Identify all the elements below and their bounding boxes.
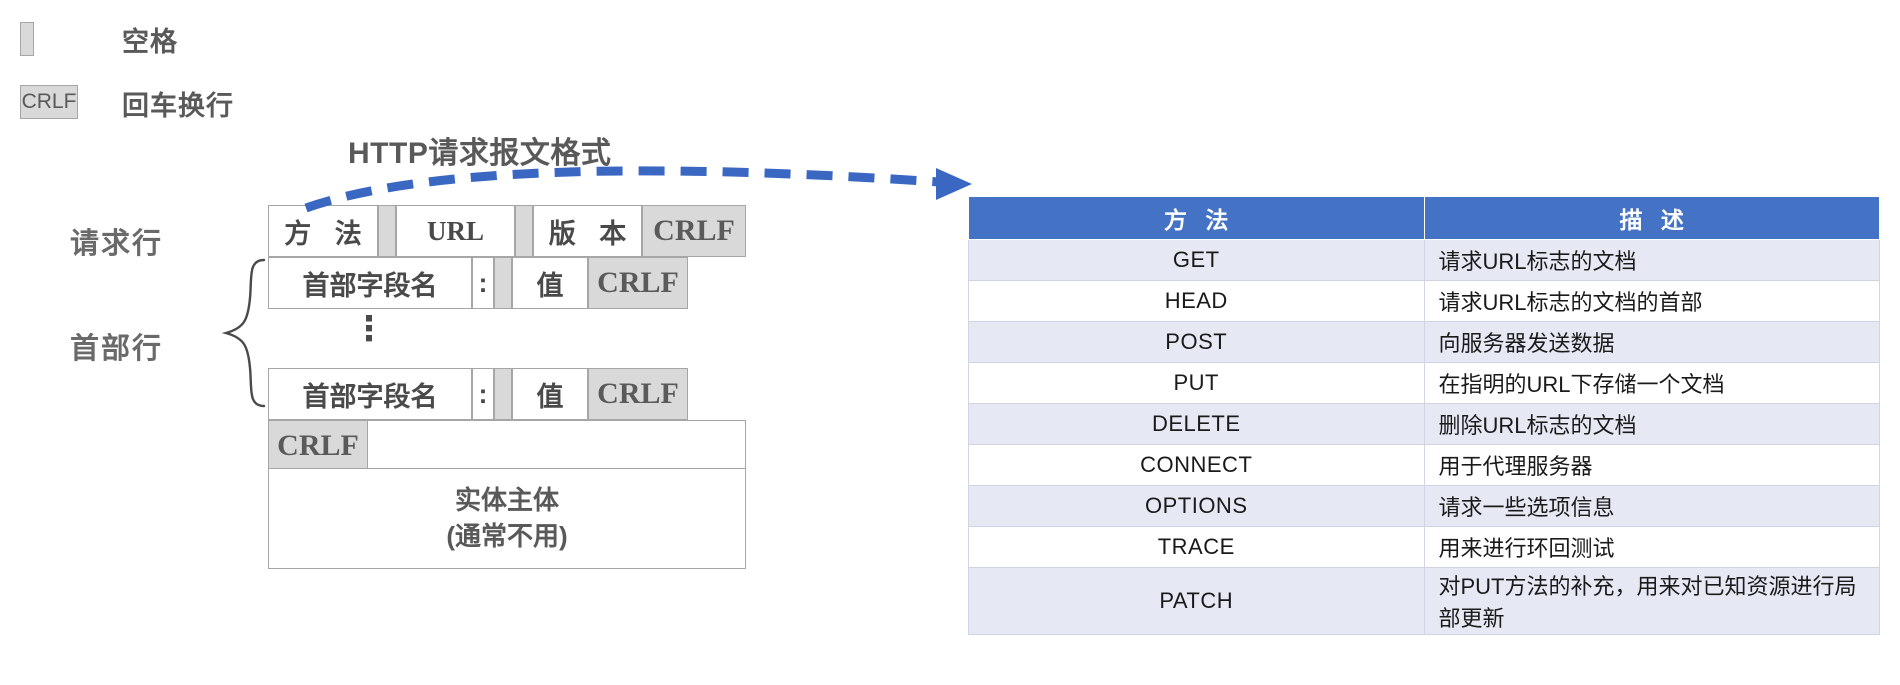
- entity-body-line-2: (通常不用): [446, 520, 568, 551]
- cell-header-value-1: 值: [512, 257, 588, 309]
- cell-version: 版 本: [533, 205, 642, 257]
- cell-blank-line-rest: [368, 420, 746, 472]
- entity-body-box: 实体主体 (通常不用): [268, 468, 746, 569]
- vertical-ellipsis: ⋮: [352, 310, 386, 348]
- cell-method-name: PUT: [968, 362, 1425, 404]
- cell-method-name: CONNECT: [968, 444, 1425, 486]
- cell-method-description: 用于代理服务器: [1423, 444, 1880, 486]
- legend-crlf-symbol: CRLF: [20, 85, 78, 119]
- diagram-title: HTTP请求报文格式: [348, 137, 612, 170]
- cell-method-name: OPTIONS: [968, 485, 1425, 527]
- column-header-description: 描 述: [1423, 196, 1880, 240]
- cell-header-space-1: [494, 257, 512, 309]
- column-header-method: 方 法: [968, 196, 1425, 240]
- legend-space-symbol: [20, 22, 34, 56]
- cell-blank-line-crlf: CRLF: [268, 420, 368, 472]
- cell-method-name: PATCH: [968, 567, 1425, 635]
- cell-url: URL: [396, 205, 515, 257]
- cell-method-description: 对PUT方法的补充，用来对已知资源进行局部更新: [1423, 567, 1880, 635]
- cell-header-value-2: 值: [512, 368, 588, 420]
- cell-header-colon-2: :: [472, 368, 494, 420]
- cell-method-name: DELETE: [968, 403, 1425, 445]
- entity-body-line-1: 实体主体: [454, 485, 559, 516]
- cell-method-name: HEAD: [968, 280, 1425, 322]
- legend-space-label: 空格: [122, 27, 178, 57]
- cell-header-crlf-2: CRLF: [588, 368, 688, 420]
- header-lines-brace: [222, 258, 266, 408]
- cell-method-description: 向服务器发送数据: [1423, 321, 1880, 363]
- cell-header-field-name-2: 首部字段名: [268, 368, 472, 420]
- label-request-line: 请求行: [70, 228, 164, 260]
- cell-method: 方 法: [268, 205, 378, 257]
- cell-space-1: [378, 205, 396, 257]
- dashed-arrow-method-to-table: [304, 166, 972, 213]
- cell-header-colon-1: :: [472, 257, 494, 309]
- cell-header-space-2: [494, 368, 512, 420]
- cell-header-crlf-1: CRLF: [588, 257, 688, 309]
- cell-method-description: 删除URL标志的文档: [1423, 403, 1880, 445]
- cell-method-description: 用来进行环回测试: [1423, 526, 1880, 568]
- table-header-row: 方 法 描 述: [968, 196, 1880, 240]
- cell-method-name: TRACE: [968, 526, 1425, 568]
- cell-header-field-name-1: 首部字段名: [268, 257, 472, 309]
- cell-space-2: [515, 205, 533, 257]
- label-header-lines: 首部行: [70, 333, 164, 365]
- cell-method-description: 请求URL标志的文档: [1423, 239, 1880, 281]
- legend-crlf-label: 回车换行: [122, 91, 234, 121]
- cell-method-description: 在指明的URL下存储一个文档: [1423, 362, 1880, 404]
- cell-method-name: POST: [968, 321, 1425, 363]
- cell-method-name: GET: [968, 239, 1425, 281]
- cell-method-description: 请求一些选项信息: [1423, 485, 1880, 527]
- cell-request-crlf: CRLF: [642, 205, 746, 257]
- cell-method-description: 请求URL标志的文档的首部: [1423, 280, 1880, 322]
